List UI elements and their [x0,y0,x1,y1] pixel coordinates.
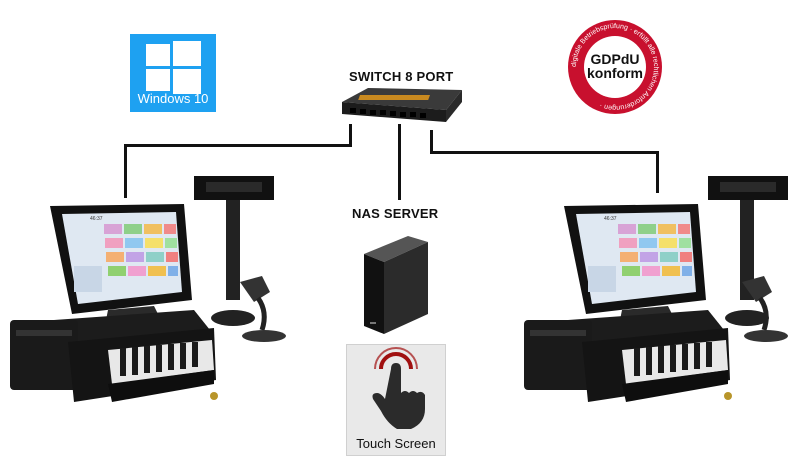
barcode-scanner-icon [240,276,270,302]
link-left-horizontal [124,144,352,147]
pos-terminal-right: 46:37 [524,176,788,402]
receipt-printer [524,320,592,390]
link-right-to-switch [430,130,433,152]
windows-logo: Windows 10 [130,34,216,112]
screen-time-right: 46:37 [604,216,617,222]
seal-main-line1: GDPdU [590,51,640,67]
link-right-vertical [656,151,659,193]
touch-screen-label: Touch Screen [356,436,436,451]
network-switch-icon [342,88,462,122]
screen-time-left: 46:37 [90,216,103,222]
link-nas [398,124,401,200]
nas-label: NAS SERVER [352,206,439,221]
barcode-scanner-icon [742,276,772,302]
link-right-horizontal [430,151,659,154]
seal-main-line2: konform [587,65,643,81]
pos-screen-buttons [588,224,692,292]
gdpdu-seal-icon: digitale Betriebsprüfung · erfüllt alle … [568,20,662,114]
receipt-printer [10,320,78,390]
gdpdu-seal: digitale Betriebsprüfung · erfüllt alle … [566,18,664,116]
pos-screen-buttons [74,224,178,292]
hand-tap-icon [372,347,425,429]
link-left-to-switch [349,124,352,147]
touch-screen-icon-box: Touch Screen [346,344,446,456]
pos-terminal-left: 46:37 [10,176,286,402]
link-left-vertical [124,144,127,198]
windows-logo-text: Windows 10 [137,91,209,106]
switch-label: SWITCH 8 PORT [349,69,454,84]
nas-server-icon [364,236,428,334]
